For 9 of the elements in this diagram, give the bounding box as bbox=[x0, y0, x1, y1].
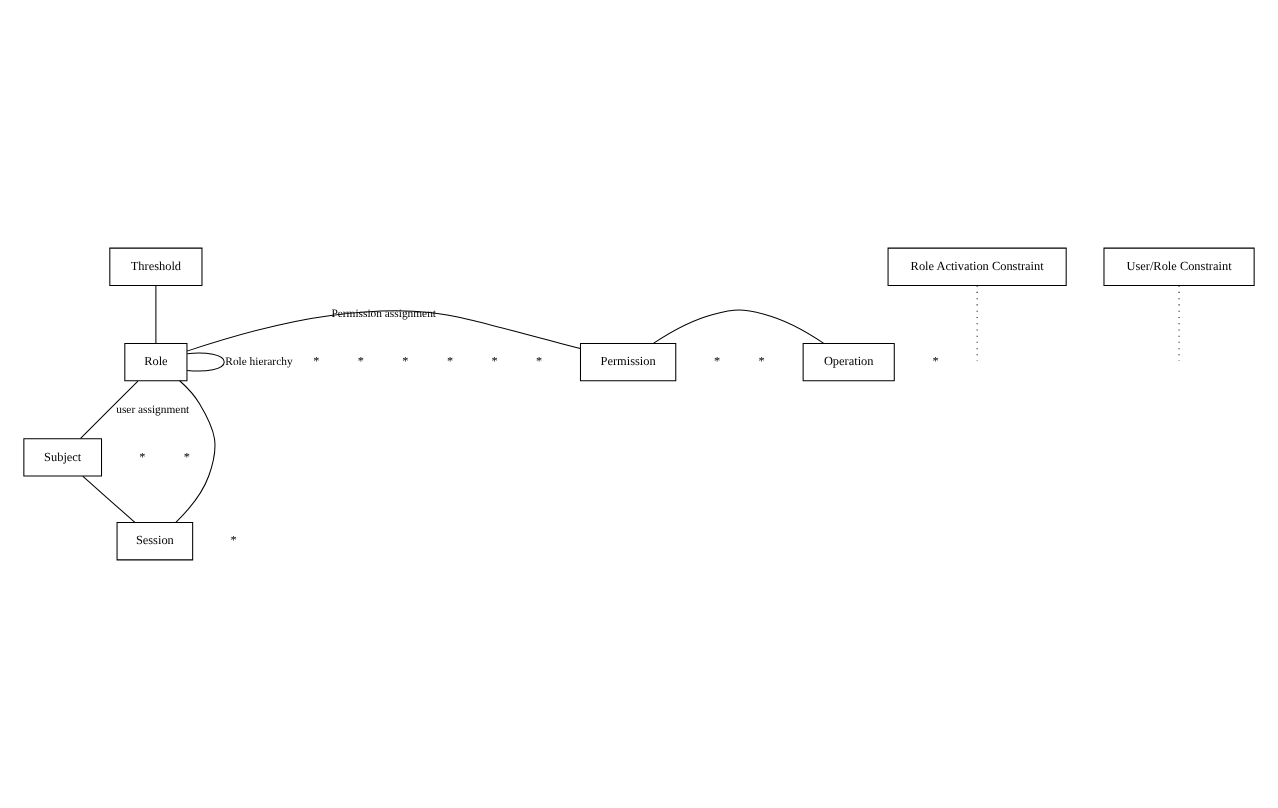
connector bbox=[80, 380, 139, 439]
connector bbox=[652, 309, 825, 344]
connector bbox=[82, 475, 136, 523]
connector bbox=[186, 352, 225, 372]
connector bbox=[175, 380, 216, 524]
connector bbox=[186, 310, 581, 352]
connector bbox=[1178, 285, 1180, 362]
connector bbox=[155, 285, 157, 344]
connector bbox=[976, 285, 978, 362]
